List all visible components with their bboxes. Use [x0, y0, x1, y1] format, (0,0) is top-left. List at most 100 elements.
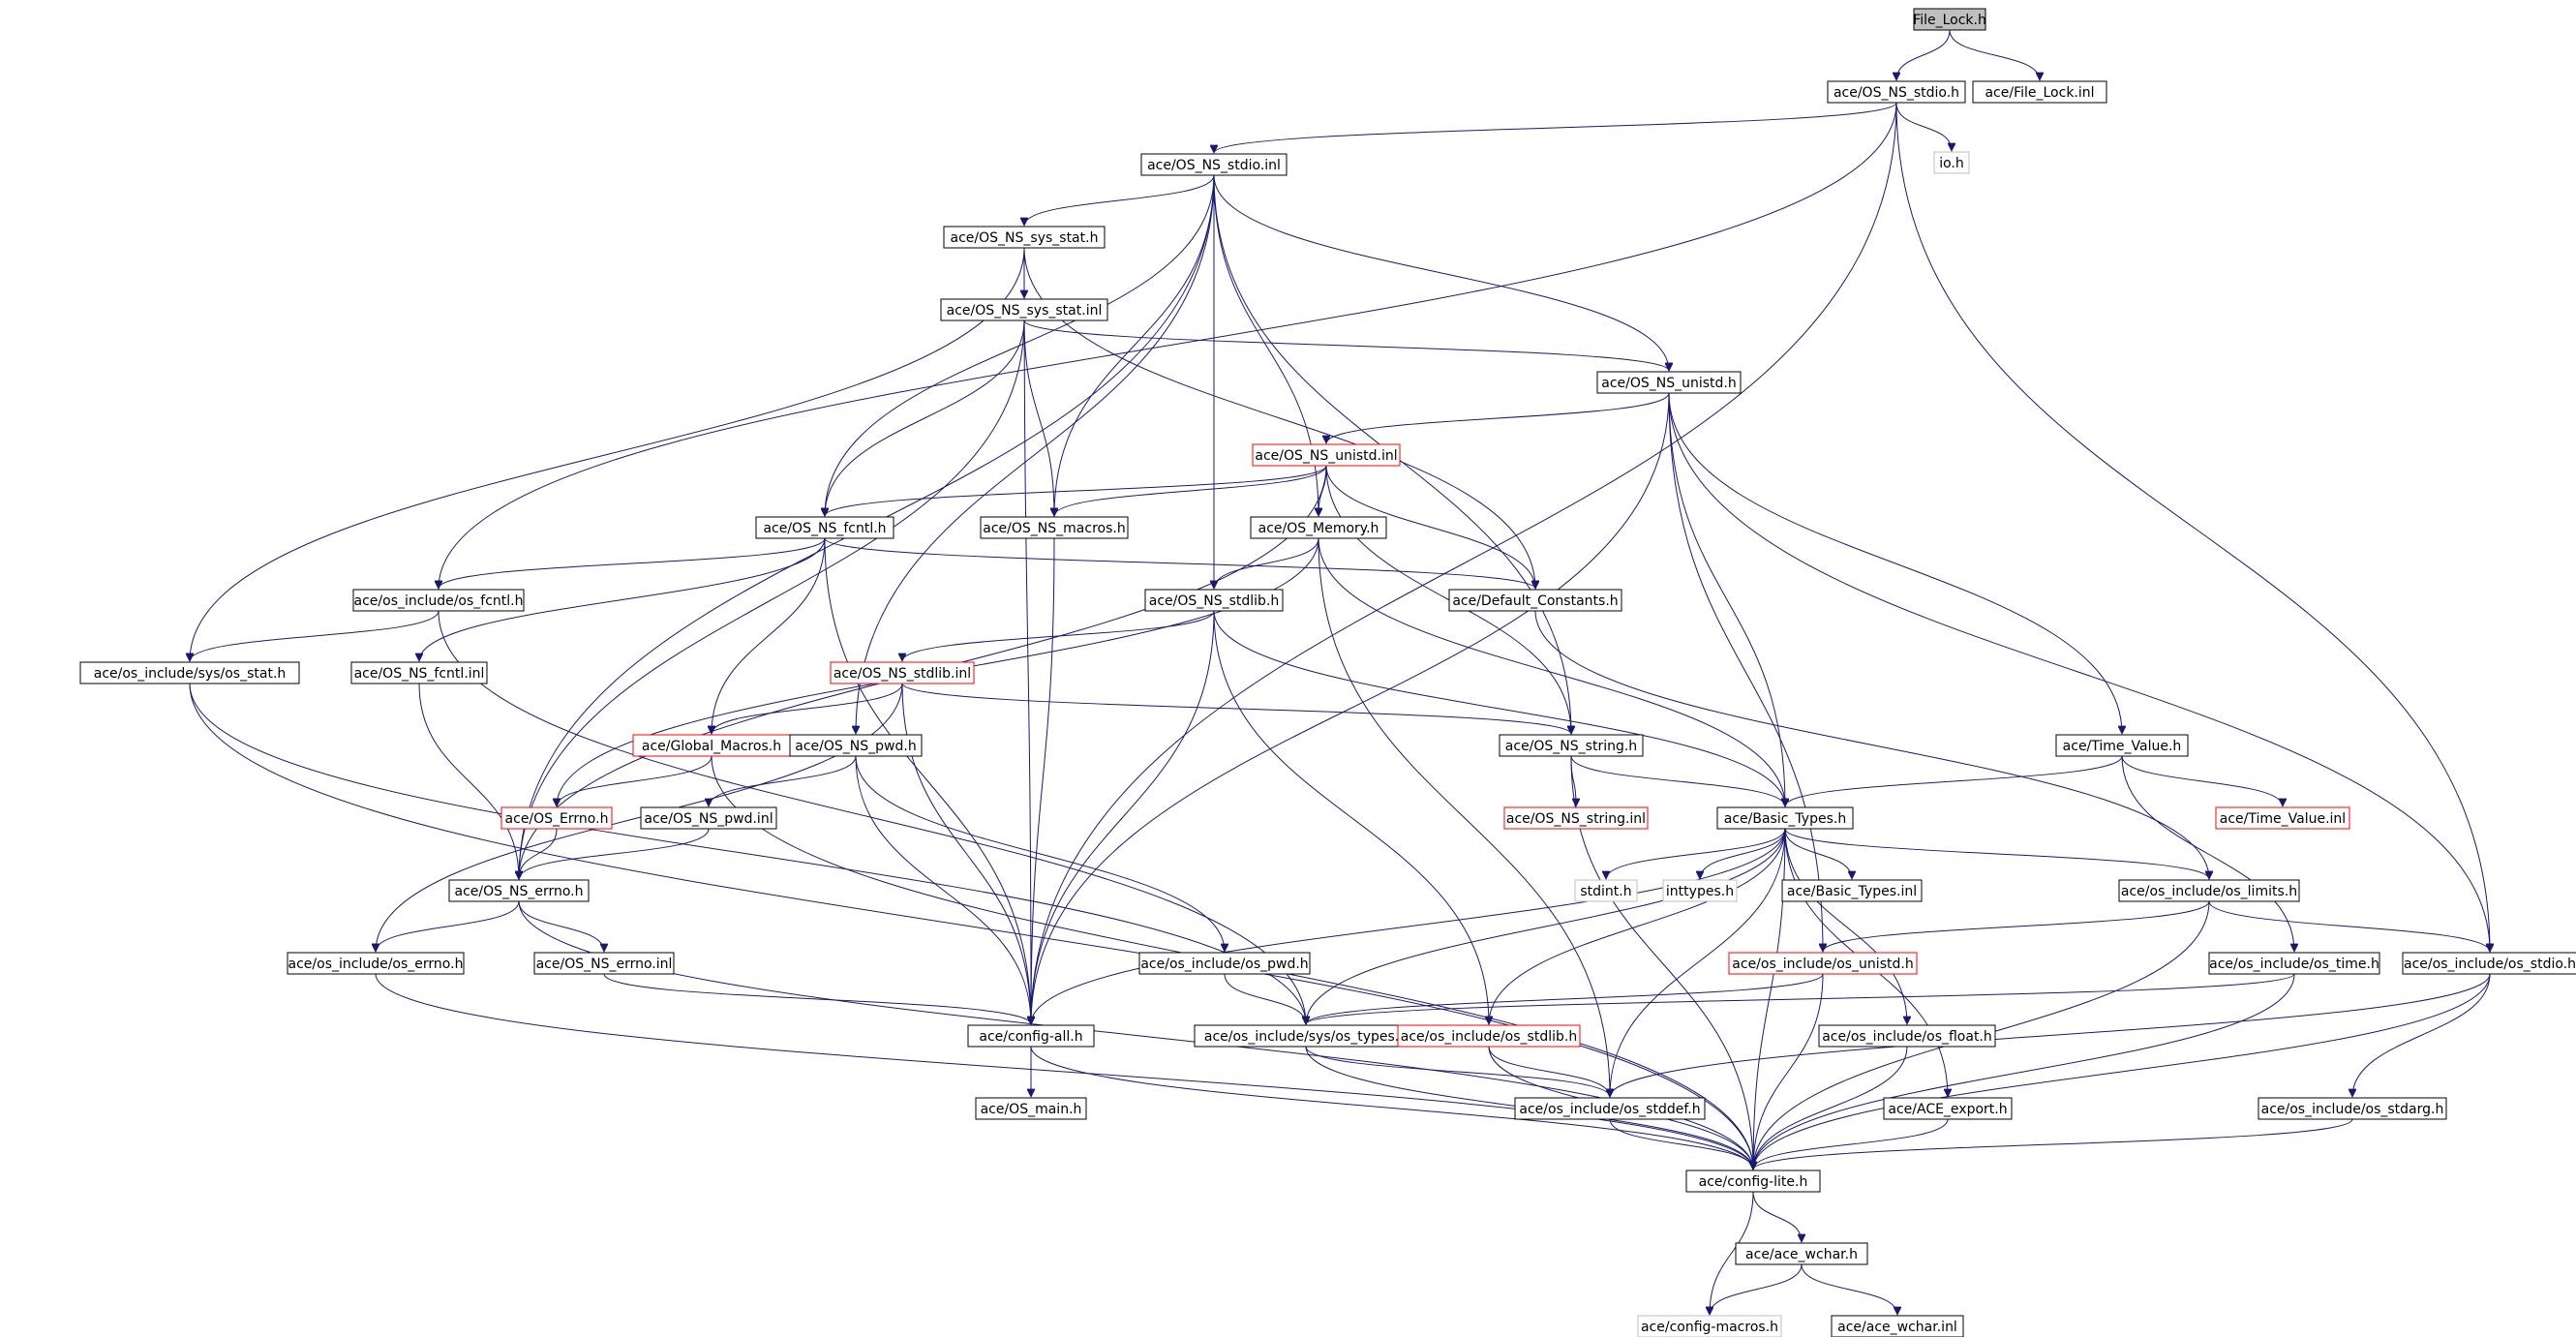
node-os_ns_pwd_inl[interactable]: ace/OS_NS_pwd.inl	[640, 806, 777, 830]
edge-os_ns_errno_h-to-os_ns_errno_inl	[518, 900, 604, 952]
node-os_include_os_fcntl_h[interactable]: ace/os_include/os_fcntl.h	[352, 589, 525, 612]
node-os_ns_fcntl_inl[interactable]: ace/OS_NS_fcntl.inl	[350, 661, 488, 684]
node-os_include_os_float_h[interactable]: ace/os_include/os_float.h	[1818, 1024, 1996, 1048]
node-box	[830, 661, 975, 684]
edge-os_include_sys_os_stat_h-to-config_lite_h	[189, 683, 1753, 1170]
node-label: ace/OS_NS_fcntl.inl	[354, 666, 485, 682]
node-stdint_h[interactable]: stdint.h	[1574, 879, 1638, 902]
edge-os_ns_stdio_h-to-io_h	[1895, 102, 1952, 151]
edge-os_ns_unistd_inl-to-os_ns_macros_h	[1054, 465, 1327, 516]
node-os_include_sys_os_types_h[interactable]: ace/os_include/sys/os_types.h	[1194, 1024, 1418, 1048]
edge-os_include_os_stdio_h-to-config_lite_h	[1753, 973, 2491, 1170]
node-os_errno_h[interactable]: ace/OS_Errno.h	[500, 806, 613, 830]
edge-os_ns_unistd_h-to-basic_types_h	[1668, 392, 1785, 806]
node-global_macros_h[interactable]: ace/Global_Macros.h	[632, 734, 791, 757]
node-box	[1252, 443, 1401, 467]
node-box	[1514, 1097, 1706, 1120]
node-os_ns_macros_h[interactable]: ace/OS_NS_macros.h	[980, 516, 1129, 539]
node-box	[1933, 151, 1970, 174]
edge-os_include_os_stdarg_h-to-config_lite_h	[1753, 1118, 2353, 1170]
node-os_ns_stdio_h[interactable]: ace/OS_NS_stdio.h	[1827, 80, 1966, 104]
node-label: ace/OS_NS_stdlib.h	[1149, 593, 1280, 609]
node-os_ns_fcntl_h[interactable]: ace/OS_NS_fcntl.h	[755, 516, 894, 539]
node-time_value_h[interactable]: ace/Time_Value.h	[2055, 734, 2189, 757]
node-os_include_os_pwd_h[interactable]: ace/os_include/os_pwd.h	[1138, 952, 1311, 975]
node-box	[2208, 952, 2380, 975]
node-inttypes_h[interactable]: inttypes.h	[1662, 879, 1738, 902]
node-os_include_sys_os_stat_h[interactable]: ace/os_include/sys/os_stat.h	[79, 661, 300, 684]
edge-os_ns_fcntl_h-to-os_include_os_fcntl_h	[439, 537, 826, 589]
node-config_macros_h[interactable]: ace/config-macros.h	[1637, 1315, 1782, 1337]
node-box	[1662, 879, 1738, 902]
node-label: ace/os_include/os_pwd.h	[1140, 957, 1308, 972]
node-label: ace/os_include/os_errno.h	[288, 957, 464, 972]
edge-basic_types_h-to-inttypes_h	[1700, 828, 1786, 879]
edge-time_value_h-to-os_include_os_time_h	[2121, 755, 2294, 952]
edge-config_all_h-to-config_lite_h	[1030, 1046, 1753, 1170]
node-os_main_h[interactable]: ace/OS_main.h	[975, 1097, 1087, 1120]
node-os_include_os_unistd_h[interactable]: ace/os_include/os_unistd.h	[1728, 952, 1918, 975]
node-os_include_os_errno_h[interactable]: ace/os_include/os_errno.h	[287, 952, 465, 975]
edge-os_ns_fcntl_h-to-config_all_h	[824, 537, 1031, 1024]
node-os_ns_unistd_inl[interactable]: ace/OS_NS_unistd.inl	[1252, 443, 1401, 467]
node-os_include_os_stddef_h[interactable]: ace/os_include/os_stddef.h	[1514, 1097, 1706, 1120]
node-os_ns_sys_stat_inl[interactable]: ace/OS_NS_sys_stat.inl	[940, 298, 1108, 321]
node-os_ns_stdlib_inl[interactable]: ace/OS_NS_stdlib.inl	[830, 661, 975, 684]
node-basic_types_h[interactable]: ace/Basic_Types.h	[1716, 806, 1854, 830]
node-box	[1503, 806, 1649, 830]
node-box	[1144, 589, 1284, 612]
node-io_h[interactable]: io.h	[1933, 151, 1970, 174]
node-default_constants_h[interactable]: ace/Default_Constants.h	[1448, 589, 1622, 612]
node-os_include_os_stdlib_h[interactable]: ace/os_include/os_stdlib.h	[1397, 1024, 1581, 1048]
edge-os_ns_pwd_h-to-os_ns_pwd_inl	[709, 755, 857, 806]
edge-os_ns_stdlib_h-to-basic_types_h	[1213, 610, 1785, 806]
node-os_ns_string_inl[interactable]: ace/OS_NS_string.inl	[1503, 806, 1649, 830]
node-label: ace/Default_Constants.h	[1452, 593, 1618, 609]
node-os_ns_errno_h[interactable]: ace/OS_NS_errno.h	[448, 879, 590, 902]
node-ace_export_h[interactable]: ace/ACE_export.h	[1883, 1097, 2013, 1120]
node-box	[1883, 1097, 2013, 1120]
node-os_include_os_stdarg_h[interactable]: ace/os_include/os_stdarg.h	[2258, 1097, 2447, 1120]
node-ace_wchar_inl[interactable]: ace/ace_wchar.inl	[1831, 1315, 1964, 1337]
node-label: ace/config-macros.h	[1641, 1320, 1778, 1335]
node-box	[1138, 952, 1311, 975]
node-config_all_h[interactable]: ace/config-all.h	[967, 1024, 1095, 1048]
node-os_ns_string_h[interactable]: ace/OS_NS_string.h	[1499, 734, 1644, 757]
node-os_ns_stdio_inl[interactable]: ace/OS_NS_stdio.inl	[1140, 153, 1288, 176]
node-os_include_os_time_h[interactable]: ace/os_include/os_time.h	[2208, 952, 2380, 975]
node-os_memory_h[interactable]: ace/OS_Memory.h	[1250, 516, 1387, 539]
node-box	[350, 661, 488, 684]
edge-os_include_os_stdlib_h-to-os_include_os_stddef_h	[1488, 1046, 1610, 1097]
node-file_lock_inl[interactable]: ace/File_Lock.inl	[1972, 80, 2107, 104]
edge-os_include_os_stdio_h-to-os_include_os_stddef_h	[1610, 973, 2491, 1097]
node-box	[1818, 1024, 1996, 1048]
node-os_ns_errno_inl[interactable]: ace/OS_NS_errno.inl	[533, 952, 675, 975]
node-box	[1972, 80, 2107, 104]
edge-file_lock_h-to-os_ns_stdio_h	[1896, 29, 1951, 80]
edge-os_ns_stdio_h-to-os_include_os_fcntl_h	[439, 102, 1897, 589]
node-os_ns_sys_stat_h[interactable]: ace/OS_NS_sys_stat.h	[943, 226, 1106, 249]
node-os_ns_unistd_h[interactable]: ace/OS_NS_unistd.h	[1596, 371, 1742, 394]
node-ace_wchar_h[interactable]: ace/ace_wchar.h	[1735, 1242, 1868, 1265]
node-time_value_inl[interactable]: ace/Time_Value.inl	[2215, 806, 2350, 830]
node-os_include_os_stdio_h[interactable]: ace/os_include/os_stdio.h	[2402, 952, 2576, 975]
edge-os_ns_stdlib_h-to-os_include_os_stdlib_h	[1213, 610, 1489, 1024]
node-label: ace/os_include/os_limits.h	[2121, 884, 2297, 899]
node-box	[1716, 806, 1854, 830]
node-label: ace/os_include/os_fcntl.h	[354, 593, 524, 609]
node-os_include_os_limits_h[interactable]: ace/os_include/os_limits.h	[2118, 879, 2300, 902]
node-label: ace/OS_NS_pwd.inl	[644, 811, 773, 827]
node-os_ns_stdlib_h[interactable]: ace/OS_NS_stdlib.h	[1144, 589, 1284, 612]
node-box	[1574, 879, 1638, 902]
node-os_ns_pwd_h[interactable]: ace/OS_NS_pwd.h	[789, 734, 923, 757]
node-config_lite_h[interactable]: ace/config-lite.h	[1685, 1170, 1821, 1193]
node-label: ace/OS_Errno.h	[505, 811, 609, 827]
edge-file_lock_h-to-file_lock_inl	[1949, 29, 2040, 80]
node-file_lock_h[interactable]: File_Lock.h	[1913, 8, 1986, 31]
node-basic_types_inl[interactable]: ace/Basic_Types.inl	[1781, 879, 1923, 902]
node-box	[1397, 1024, 1581, 1048]
edge-os_include_os_unistd_h-to-config_lite_h	[1753, 973, 1824, 1170]
edge-os_include_os_limits_h-to-os_include_os_stdio_h	[2208, 900, 2490, 952]
